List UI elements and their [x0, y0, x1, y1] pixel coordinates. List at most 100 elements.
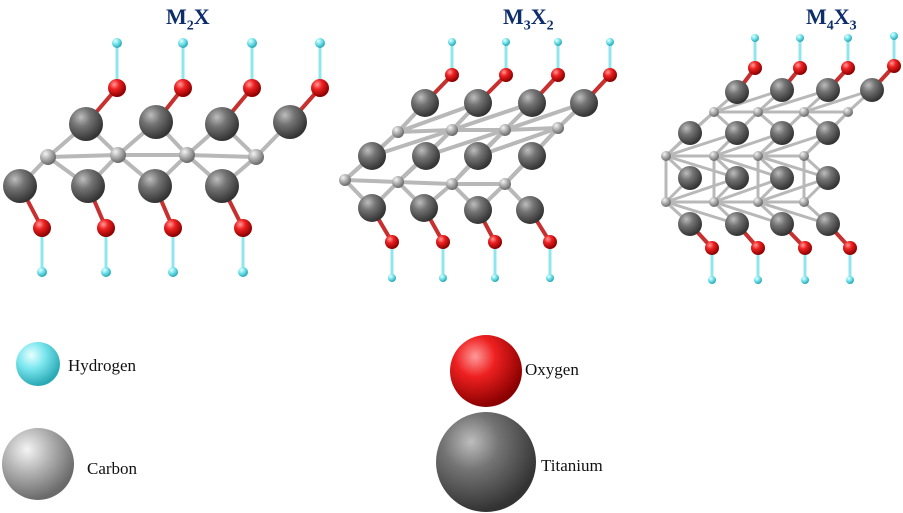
carbon-atom — [709, 197, 719, 207]
hydrogen-atom — [112, 38, 122, 48]
titanium-atom — [69, 107, 103, 141]
titanium-atom — [518, 89, 546, 117]
oxygen-atom — [603, 68, 617, 82]
oxygen-atom — [97, 219, 115, 237]
titanium-atom — [725, 121, 749, 145]
titanium-atom — [358, 142, 386, 170]
hydrogen-atom — [16, 342, 60, 386]
hydrogen-atom — [247, 38, 257, 48]
titanium-atom — [464, 89, 492, 117]
carbon-atom — [753, 151, 763, 161]
oxygen-atom — [234, 219, 252, 237]
oxygen-atom — [843, 241, 857, 255]
titanium-atom — [436, 412, 536, 512]
bond — [396, 180, 454, 186]
oxygen-atom — [450, 335, 522, 407]
carbon-atom — [40, 149, 56, 165]
hydrogen-atom — [238, 267, 248, 277]
oxygen-atom — [385, 235, 399, 249]
titanium-atom — [770, 78, 794, 102]
bond — [396, 128, 454, 134]
carbon-atom — [753, 197, 763, 207]
titanium-atom — [725, 166, 749, 190]
structure-title-m3x2: M3X2 — [503, 4, 554, 34]
hydrogen-atom — [439, 274, 447, 282]
hydrogen-atom — [502, 38, 510, 46]
oxygen-atom — [174, 79, 192, 97]
titanium-atom — [464, 196, 492, 224]
carbon-atom — [753, 107, 763, 117]
hydrogen-atom — [101, 267, 111, 277]
legend-label-carbon: Carbon — [87, 459, 138, 478]
carbon-atom — [799, 151, 809, 161]
hydrogen-atom — [315, 38, 325, 48]
hydrogen-atom — [751, 34, 759, 42]
hydrogen-atom — [846, 276, 854, 284]
oxygen-atom — [488, 235, 502, 249]
legend-label-oxygen: Oxygen — [525, 360, 579, 379]
titanium-atom — [358, 194, 386, 222]
titanium-atom — [725, 80, 749, 104]
titanium-atom — [464, 142, 492, 170]
carbon-atom — [179, 147, 195, 163]
titanium-atom — [816, 78, 840, 102]
titanium-atom — [770, 166, 794, 190]
oxygen-atom — [243, 79, 261, 97]
hydrogen-atom — [890, 32, 898, 40]
carbon-atom — [110, 147, 126, 163]
titanium-atom — [678, 166, 702, 190]
bond — [756, 154, 830, 180]
legend-swatches — [2, 335, 536, 512]
oxygen-atom — [108, 79, 126, 97]
oxygen-atom — [543, 235, 557, 249]
bond — [476, 126, 560, 158]
titanium-atom — [273, 105, 307, 139]
hydrogen-atom — [554, 38, 562, 46]
bond — [664, 154, 739, 180]
hydrogen-atom — [491, 274, 499, 282]
oxygen-atom — [793, 61, 807, 75]
bond — [370, 128, 454, 158]
hydrogen-atom — [606, 38, 614, 46]
oxygen-atom — [551, 68, 565, 82]
oxygen-atom — [436, 235, 450, 249]
hydrogen-atom — [796, 34, 804, 42]
hydrogen-atom — [37, 267, 47, 277]
carbon-atom — [799, 107, 809, 117]
bond — [664, 131, 739, 158]
oxygen-atom — [705, 241, 719, 255]
bond — [46, 153, 120, 159]
oxygen-atom — [445, 68, 459, 82]
titanium-atom — [725, 212, 749, 236]
oxygen-atom — [887, 59, 901, 73]
titanium-atom — [139, 105, 173, 139]
carbon-atom — [446, 124, 458, 136]
bond — [185, 153, 258, 159]
structure-title-m4x3: M4X3 — [806, 4, 857, 34]
carbon-atom — [661, 197, 671, 207]
titanium-atom — [770, 212, 794, 236]
legend-label-hydrogen: Hydrogen — [68, 356, 136, 375]
carbon-atom — [709, 107, 719, 117]
carbon-atom — [499, 124, 511, 136]
titanium-atom — [138, 169, 172, 203]
titanium-atom — [770, 121, 794, 145]
bond — [756, 200, 830, 226]
oxygen-atom — [499, 68, 513, 82]
hydrogen-atom — [168, 267, 178, 277]
carbon-atom — [248, 149, 264, 165]
bond — [664, 200, 739, 226]
carbon-atom — [799, 197, 809, 207]
titanium-atom — [412, 142, 440, 170]
oxygen-atom — [164, 219, 182, 237]
titanium-atom — [3, 169, 37, 203]
titanium-atom — [205, 107, 239, 141]
hydrogen-atom — [388, 274, 396, 282]
titanium-atom — [518, 142, 546, 170]
bond — [396, 101, 480, 134]
carbon-atom — [709, 151, 719, 161]
titanium-atom — [678, 121, 702, 145]
bond — [450, 101, 534, 132]
carbon-atom — [339, 174, 351, 186]
